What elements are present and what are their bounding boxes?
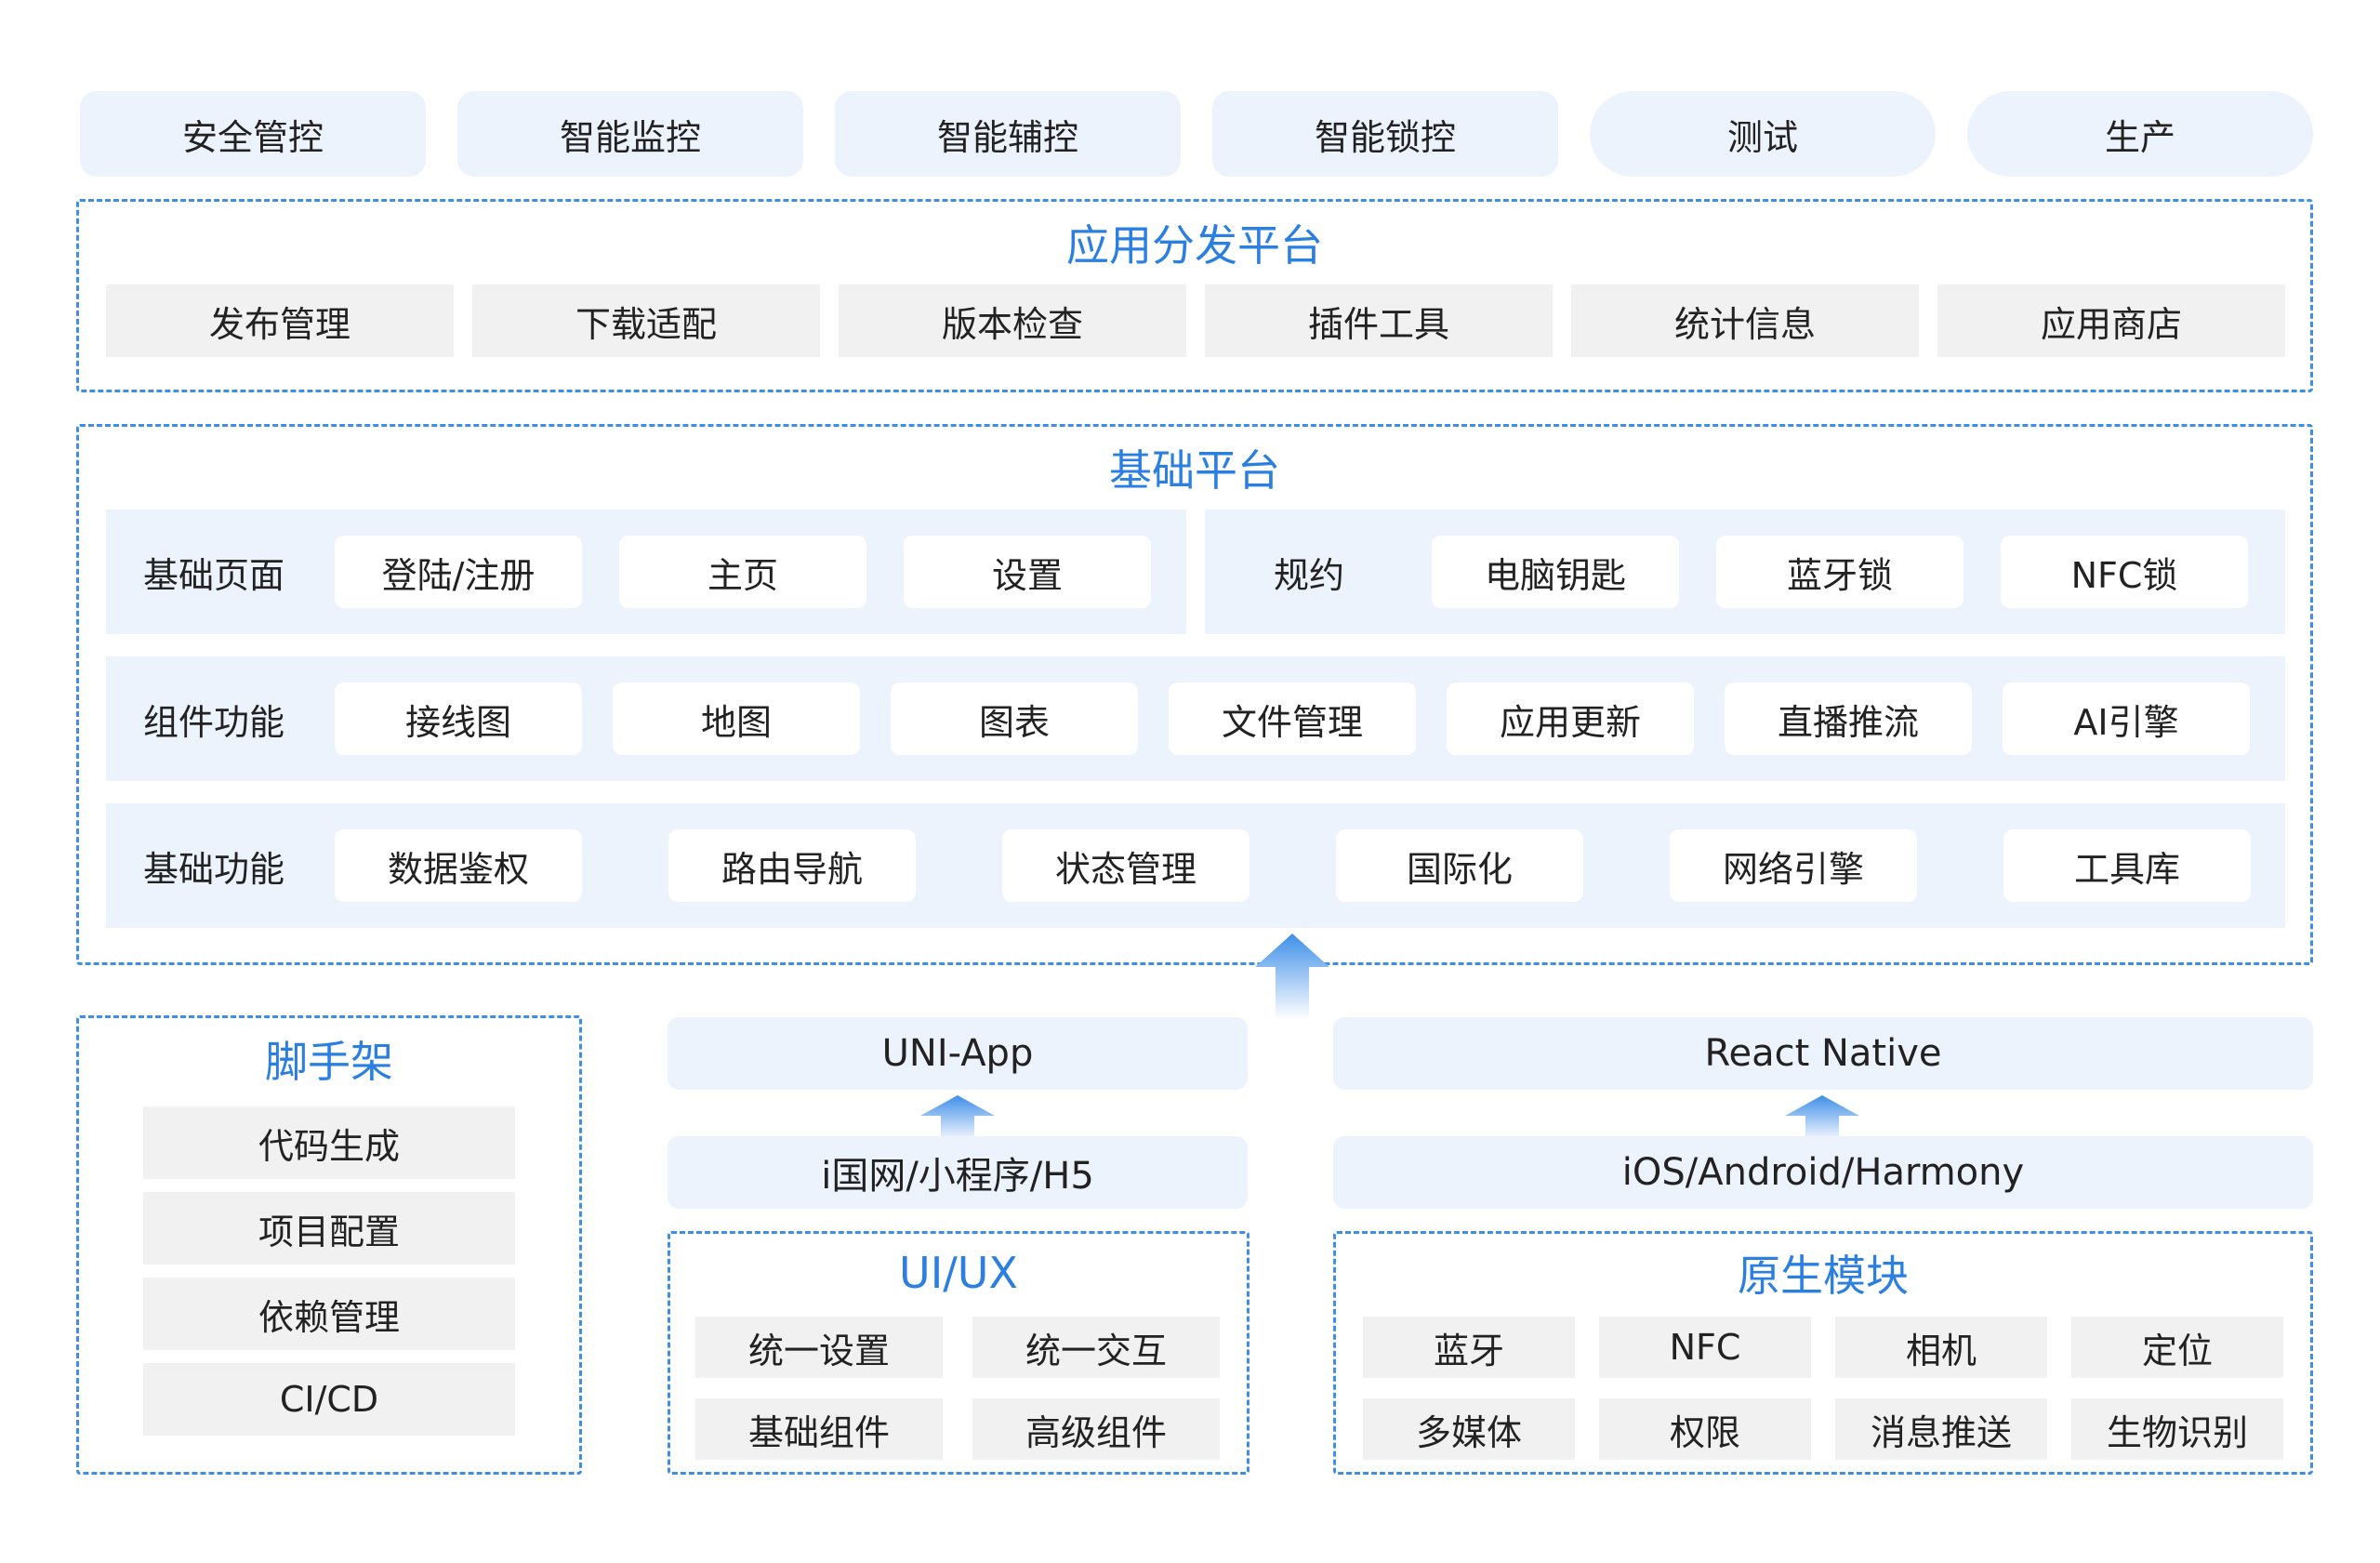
scenario-smart-aux-control: 智能辅控: [835, 91, 1181, 177]
component-app-update: 应用更新: [1447, 682, 1694, 755]
function-utility-library: 工具库: [2003, 829, 2251, 902]
base-platform-title: 基础平台: [1109, 445, 1280, 496]
function-i18n: 国际化: [1336, 829, 1583, 902]
function-network-engine: 网络引擎: [1670, 829, 1917, 902]
react-native-platforms: iOS/Android/Harmony: [1333, 1136, 2313, 1209]
scenario-smart-monitoring: 智能监控: [457, 91, 803, 177]
component-map: 地图: [613, 682, 860, 755]
distribution-platform-title: 应用分发平台: [1066, 220, 1323, 271]
spec-nfc-lock: NFC锁: [2001, 536, 2248, 608]
uiux-title: UI/UX: [899, 1248, 1018, 1298]
up-arrow-icon: [1255, 934, 1329, 1019]
distribution-item-plugin-tools: 插件工具: [1205, 285, 1553, 357]
distribution-item-statistics: 统计信息: [1571, 285, 1919, 357]
react-native-label: React Native: [1333, 1017, 2313, 1090]
component-file-management: 文件管理: [1169, 682, 1416, 755]
page-home: 主页: [619, 536, 866, 608]
uiux-box: [668, 1231, 1250, 1475]
native-modules-box: [1333, 1231, 2313, 1475]
up-arrow-icon: [1785, 1095, 1859, 1138]
native-push-notifications: 消息推送: [1835, 1398, 2047, 1460]
distribution-item-publish: 发布管理: [106, 285, 454, 357]
native-location: 定位: [2071, 1317, 2283, 1378]
base-platform-box: [76, 424, 2313, 965]
scaffold-project-config: 项目配置: [143, 1192, 515, 1265]
page-settings: 设置: [904, 536, 1151, 608]
component-ai-engine: AI引擎: [2003, 682, 2250, 755]
uiux-base-components: 基础组件: [695, 1398, 943, 1460]
component-chart: 图表: [891, 682, 1138, 755]
scaffold-dependency-management: 依赖管理: [143, 1278, 515, 1350]
components-label: 组件功能: [143, 701, 285, 743]
native-multimedia: 多媒体: [1363, 1398, 1575, 1460]
scaffold-ci-cd: CI/CD: [143, 1363, 515, 1436]
distribution-item-app-store: 应用商店: [1937, 285, 2285, 357]
functions-label: 基础功能: [143, 848, 285, 890]
scenario-testing: 测试: [1590, 91, 1936, 177]
scenario-production: 生产: [1967, 91, 2313, 177]
distribution-item-download-adapt: 下载适配: [472, 285, 820, 357]
component-wiring-diagram: 接线图: [335, 682, 582, 755]
page-login-register: 登陆/注册: [335, 536, 582, 608]
scaffold-title: 脚手架: [265, 1037, 393, 1087]
component-live-streaming: 直播推流: [1725, 682, 1972, 755]
uiux-advanced-components: 高级组件: [972, 1398, 1220, 1460]
scenario-security-control: 安全管控: [80, 91, 426, 177]
spec-computer-key: 电脑钥匙: [1432, 536, 1679, 608]
spec-bluetooth-lock: 蓝牙锁: [1716, 536, 1964, 608]
base-pages-label: 基础页面: [143, 554, 285, 596]
uni-app-platforms: i国网/小程序/H5: [668, 1136, 1248, 1209]
native-camera: 相机: [1835, 1317, 2047, 1378]
distribution-platform-box: [76, 199, 2313, 392]
scenario-smart-lock-control: 智能锁控: [1212, 91, 1558, 177]
native-biometrics: 生物识别: [2071, 1398, 2283, 1460]
spec-label: 规约: [1274, 554, 1345, 596]
function-data-auth: 数据鉴权: [335, 829, 582, 902]
function-routing: 路由导航: [668, 829, 916, 902]
scaffold-code-generation: 代码生成: [143, 1106, 515, 1179]
function-state-management: 状态管理: [1002, 829, 1250, 902]
distribution-item-version-check: 版本检查: [839, 285, 1186, 357]
native-permissions: 权限: [1599, 1398, 1811, 1460]
scaffold-box: [76, 1015, 582, 1475]
uiux-unified-settings: 统一设置: [695, 1317, 943, 1378]
uni-app-label: UNI-App: [668, 1017, 1248, 1090]
native-nfc: NFC: [1599, 1317, 1811, 1378]
uiux-unified-interaction: 统一交互: [972, 1317, 1220, 1378]
native-modules-title: 原生模块: [1738, 1251, 1909, 1301]
up-arrow-icon: [920, 1095, 995, 1138]
native-bluetooth: 蓝牙: [1363, 1317, 1575, 1378]
